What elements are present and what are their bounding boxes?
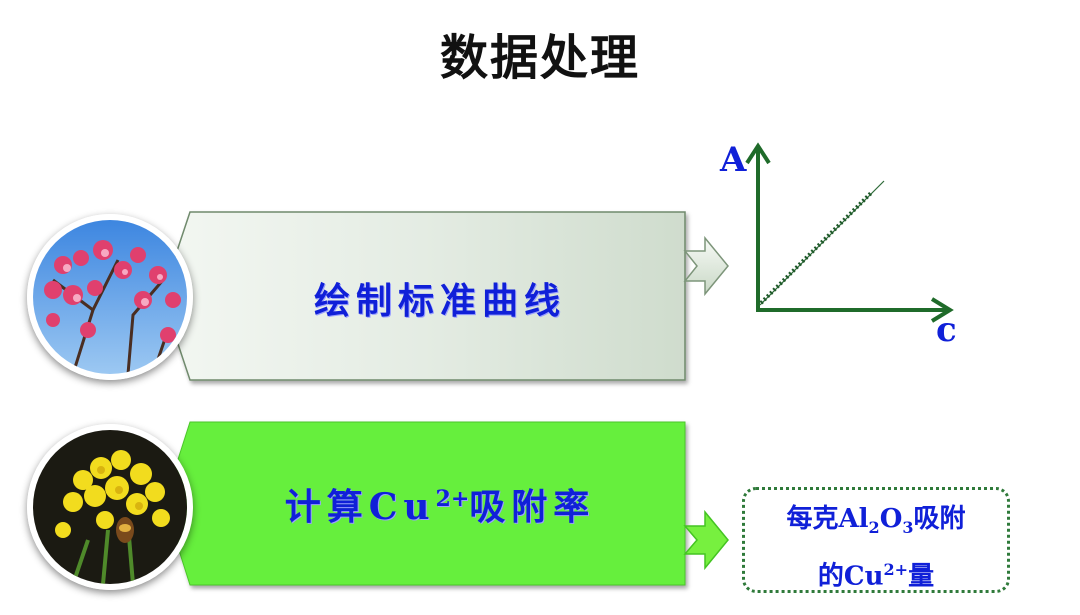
result-line-1: 每克Al2O3吸附 (786, 504, 966, 538)
result-line-2: 的Cu2+量 (817, 560, 935, 592)
page-title: 数据处理 (439, 30, 640, 86)
y-axis-label: A (720, 140, 747, 180)
arrow-right-icon (683, 235, 729, 297)
rapeseed-flower-photo (27, 424, 193, 590)
step1-label: 绘制标准曲线 (313, 280, 566, 322)
step2-label: 计算Cu2+吸附率 (284, 486, 596, 528)
x-axis-label: c (936, 310, 957, 350)
peach-blossom-photo (27, 214, 193, 380)
result-box: 每克Al2O3吸附 的Cu2+量 (742, 487, 1010, 593)
arrow-right-icon (683, 509, 729, 571)
standard-curve-graph (745, 142, 954, 323)
calibration-points (759, 190, 874, 305)
